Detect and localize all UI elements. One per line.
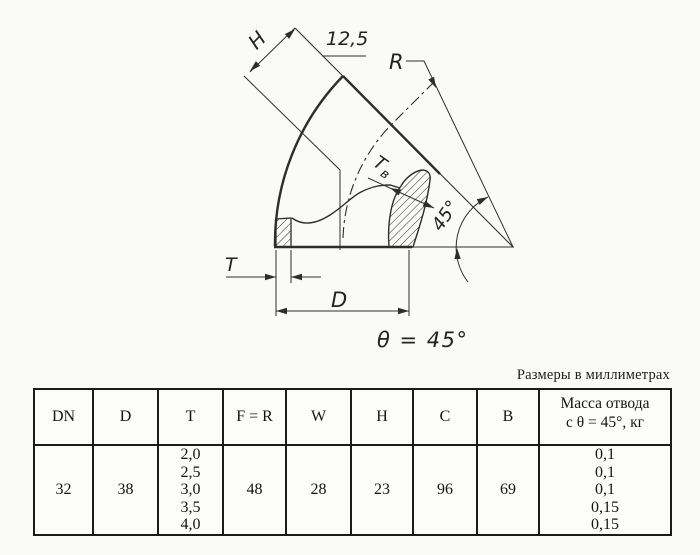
label-radius: R bbox=[389, 50, 404, 74]
cell-h: 23 bbox=[350, 444, 414, 536]
dimension-lines bbox=[226, 27, 514, 316]
dimensions-table: DN D T F = R W H C B Масса отвода с θ = … bbox=[33, 388, 672, 536]
arrow-angle-bottom bbox=[454, 248, 461, 260]
col-header-c: C bbox=[412, 388, 478, 446]
dim-r-leader bbox=[406, 60, 514, 248]
arrow-h-top bbox=[284, 29, 295, 39]
cell-c: 96 bbox=[412, 444, 478, 536]
arrow-h-bottom bbox=[250, 61, 261, 71]
elbow-45-drawing: H 12,5 R Тв 45° T D θ = 45° bbox=[225, 26, 514, 352]
cell-fr: 48 bbox=[222, 444, 287, 536]
col-header-fr: F = R bbox=[222, 388, 287, 446]
arrow-tv-left bbox=[390, 188, 402, 196]
cell-b: 69 bbox=[476, 444, 540, 536]
theta-note: θ = 45° bbox=[377, 328, 469, 352]
arrow-r bbox=[428, 76, 436, 88]
label-diameter: D bbox=[331, 288, 347, 312]
col-header-h: H bbox=[350, 388, 414, 446]
axis-extension-line bbox=[243, 75, 341, 250]
units-note: Размеры в миллиметрах bbox=[516, 367, 670, 383]
label-angle: 45° bbox=[428, 197, 464, 235]
label-wall-inner: Тв bbox=[367, 152, 397, 183]
arrow-angle-top bbox=[476, 197, 488, 205]
col-header-d: D bbox=[92, 388, 159, 446]
angle-dim-arc bbox=[455, 196, 489, 283]
arrow-d-left bbox=[276, 307, 287, 315]
col-header-w: W bbox=[285, 388, 352, 446]
elbow-outline bbox=[243, 27, 514, 250]
label-h: H bbox=[243, 26, 271, 54]
drawing-labels: H 12,5 R Тв 45° T D θ = 45° bbox=[225, 26, 469, 352]
section-left-wall bbox=[275, 217, 292, 248]
cell-t-values: 2,0 2,5 3,0 3,5 4,0 bbox=[157, 444, 224, 536]
dim-tv-leader bbox=[367, 177, 435, 209]
section-intrados-wall bbox=[387, 169, 431, 248]
cell-mass-values: 0,1 0,1 0,1 0,15 0,15 bbox=[538, 444, 672, 536]
table-data-row: 32 38 2,0 2,5 3,0 3,5 4,0 48 28 23 96 69… bbox=[33, 444, 672, 536]
break-line bbox=[291, 184, 401, 224]
table-header-row: DN D T F = R W H C B Масса отвода с θ = … bbox=[33, 388, 672, 446]
centerline-arc bbox=[342, 80, 436, 239]
cell-w: 28 bbox=[285, 444, 352, 536]
mass-header-line2: с θ = 45°, кг bbox=[565, 414, 644, 431]
dim-extension-lines bbox=[275, 250, 410, 316]
cell-d: 38 bbox=[92, 444, 159, 536]
col-header-dn: DN bbox=[33, 388, 94, 446]
arrow-t-right bbox=[291, 273, 302, 281]
cell-dn: 32 bbox=[33, 444, 94, 536]
dimension-arrowheads bbox=[250, 29, 488, 315]
label-roughness: 12,5 bbox=[326, 28, 368, 50]
col-header-b: B bbox=[476, 388, 540, 446]
label-wall: T bbox=[225, 254, 238, 276]
arrow-t-left bbox=[265, 273, 276, 281]
col-header-t: T bbox=[157, 388, 224, 446]
arrow-tv-right bbox=[422, 200, 434, 208]
mass-header-line1: Масса отвода bbox=[560, 395, 650, 412]
col-header-mass: Масса отвода с θ = 45°, кг bbox=[538, 388, 672, 446]
arrow-d-right bbox=[398, 307, 409, 315]
